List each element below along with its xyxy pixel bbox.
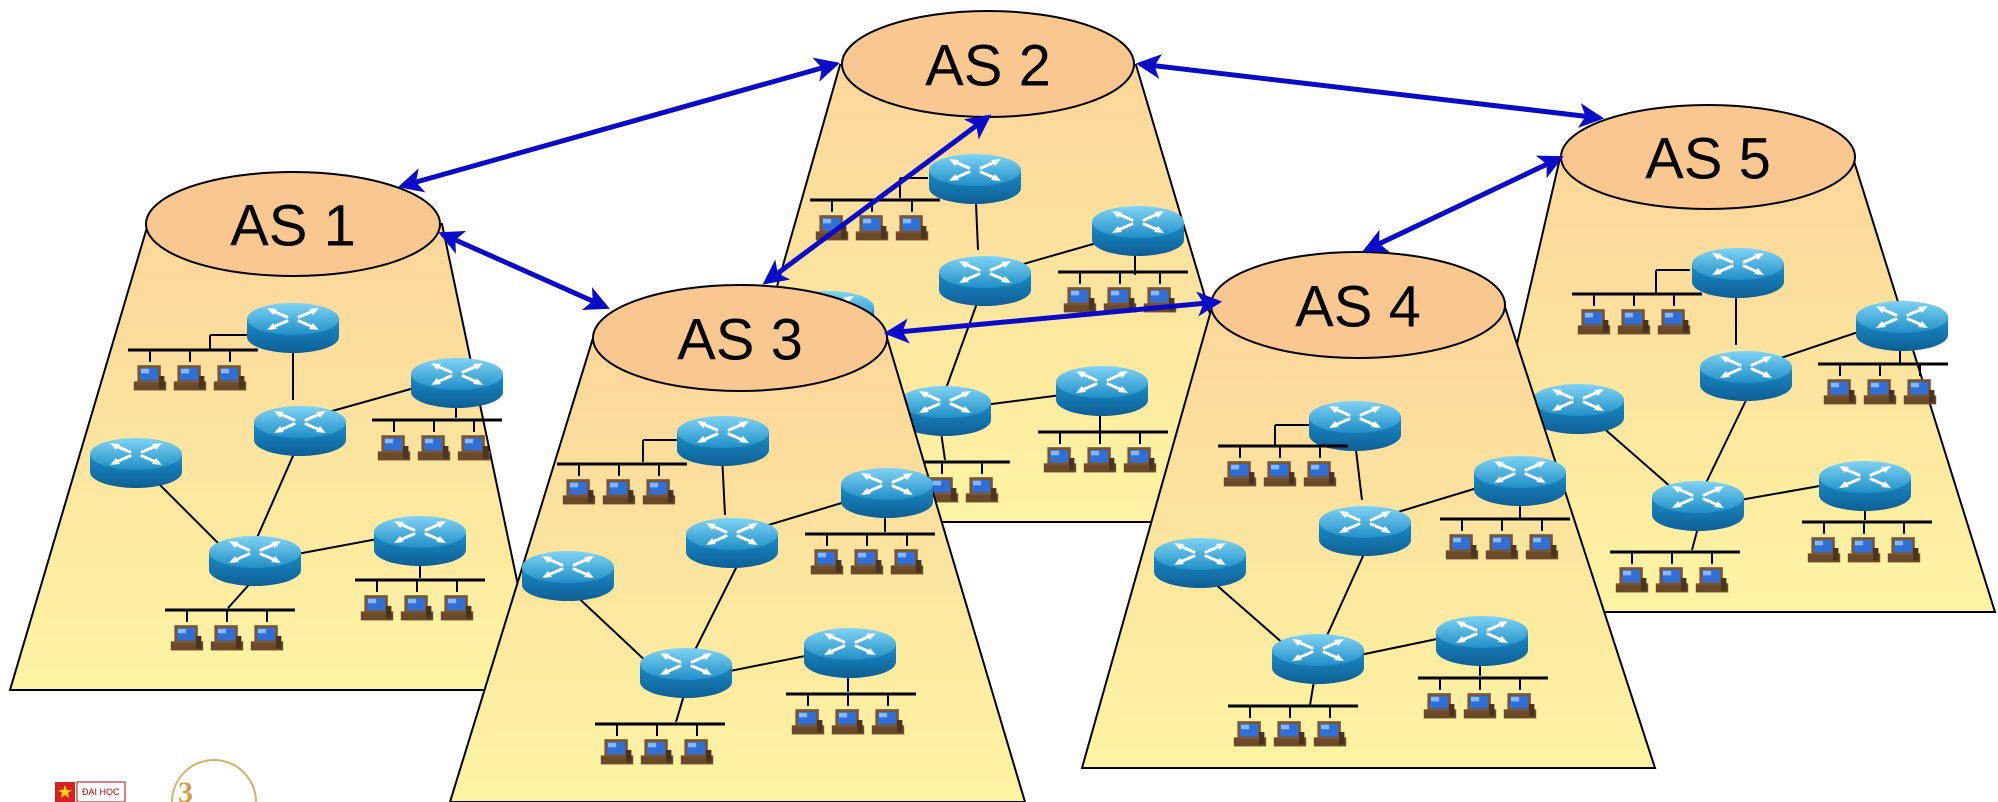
router-icon <box>1530 382 1626 436</box>
router-icon <box>1317 504 1413 558</box>
arrow-as4-as5 <box>1362 155 1564 253</box>
as3-label: AS 3 <box>677 308 803 373</box>
logo-digit-icon: 3 <box>178 776 193 802</box>
router-icon <box>839 466 935 520</box>
as1-cloud <box>145 171 441 277</box>
router-icon <box>1650 479 1746 533</box>
star-icon <box>58 785 72 798</box>
arrow-as1-as2 <box>397 57 841 193</box>
as1-group: AS 1 <box>8 171 542 691</box>
as2-label: AS 2 <box>925 34 1051 99</box>
router-icon <box>802 626 898 680</box>
as5-label: AS 5 <box>1645 127 1771 192</box>
arrow-as2-as5 <box>1135 54 1605 128</box>
logo-text: ĐẠI HỌC <box>82 787 120 797</box>
router-icon <box>1854 299 1950 353</box>
router-icon <box>88 436 184 490</box>
router-icon <box>409 356 505 410</box>
as1-label: AS 1 <box>230 194 356 259</box>
as3-group: AS 3 <box>448 284 1027 802</box>
as4-label: AS 4 <box>1295 275 1421 340</box>
arrow-as3-as4 <box>883 291 1223 344</box>
as4-group: AS 4 <box>1080 251 1657 769</box>
router-icon <box>675 414 771 468</box>
logo-icon <box>171 759 257 802</box>
router-icon <box>1698 349 1794 403</box>
router-icon <box>1054 364 1150 418</box>
as5-group: AS 5 <box>1453 104 1997 613</box>
router-icon <box>252 404 348 458</box>
router-icon <box>937 254 1033 308</box>
anniversary-logo: 3 <box>171 759 257 802</box>
router-icon <box>1270 632 1366 686</box>
arrow-as1-as3 <box>438 231 610 310</box>
router-icon <box>372 514 468 568</box>
router-icon <box>684 516 780 570</box>
router-icon <box>638 646 734 700</box>
router-icon <box>520 549 616 603</box>
router-icon <box>927 152 1023 206</box>
university-logo: ĐẠI HỌC <box>55 781 126 802</box>
router-icon <box>1307 399 1403 453</box>
router-icon <box>1090 204 1186 258</box>
router-icon <box>245 301 341 355</box>
router-icon <box>1472 454 1568 508</box>
arrow-as2-as3 <box>762 114 992 285</box>
peering-arrows <box>397 54 1605 344</box>
router-icon <box>1434 614 1530 668</box>
router-icon <box>207 534 303 588</box>
router-icon <box>1152 536 1248 590</box>
router-icon <box>1817 459 1913 513</box>
router-icon <box>1690 246 1786 300</box>
